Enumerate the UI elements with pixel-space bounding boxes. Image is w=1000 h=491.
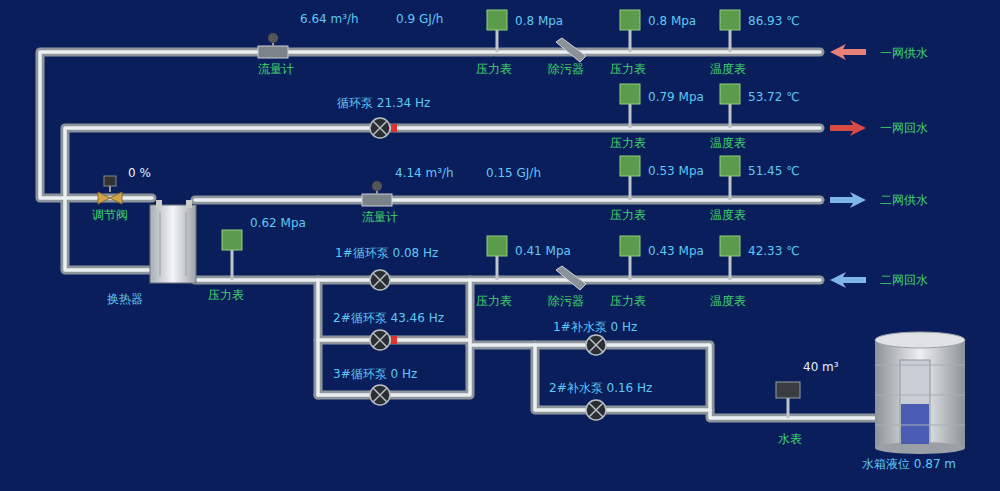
label-text: 循环泵 21.34 Hz [337, 96, 430, 110]
label-text: 2#循环泵 43.46 Hz [333, 311, 444, 325]
label-text: 4.14 m³/h [395, 166, 454, 180]
label-text: 压力表 [610, 208, 646, 222]
label-text: 42.33 ℃ [748, 244, 800, 258]
label-text: 一网回水 [880, 121, 928, 135]
label-text: 除污器 [548, 62, 584, 76]
label-text: 流量计 [362, 210, 398, 224]
label-text: 压力表 [476, 62, 512, 76]
label-text: 温度表 [710, 294, 746, 308]
label-text: 压力表 [610, 294, 646, 308]
label-text: 51.45 ℃ [748, 164, 800, 178]
label-text: 0.8 Mpa [648, 14, 696, 28]
label-text: 二网回水 [880, 273, 928, 287]
label-text: 压力表 [610, 62, 646, 76]
label-text: 1#循环泵 0.08 Hz [335, 246, 438, 260]
label-text: 6.64 m³/h [300, 12, 359, 26]
label-text: 0.62 Mpa [250, 216, 306, 230]
label-text: 3#循环泵 0 Hz [333, 367, 417, 381]
label-text: 二网供水 [880, 193, 928, 207]
heat-exchanger [150, 200, 196, 283]
label-text: 水表 [778, 432, 802, 446]
label-text: 0.53 Mpa [648, 164, 704, 178]
label-text: 换热器 [107, 292, 143, 306]
label-text: 流量计 [258, 62, 294, 76]
label-text: 一网供水 [880, 46, 928, 60]
label-text: 温度表 [710, 136, 746, 150]
label-text: 2#补水泵 0.16 Hz [549, 381, 652, 395]
label-text: 86.93 ℃ [748, 14, 800, 28]
label-text: 温度表 [710, 208, 746, 222]
control-valve [98, 176, 122, 204]
label-text: 0.79 Mpa [648, 90, 704, 104]
label-text: 0.41 Mpa [515, 244, 571, 258]
label-text: 0.15 GJ/h [486, 166, 541, 180]
flow-meters [258, 33, 392, 206]
label-text: 53.72 ℃ [748, 90, 800, 104]
water-meter [776, 382, 800, 418]
water-tank [875, 332, 965, 454]
flow-arrows [830, 44, 866, 288]
label-text: 除污器 [548, 294, 584, 308]
label-text: 1#补水泵 0 Hz [553, 320, 637, 334]
label-text: 压力表 [208, 288, 244, 302]
label-text: 水箱液位 0.87 m [862, 457, 956, 471]
label-text: 0.43 Mpa [648, 244, 704, 258]
label-text: 温度表 [710, 62, 746, 76]
label-text: 0.9 GJ/h [396, 12, 443, 26]
label-text: 0.8 Mpa [515, 14, 563, 28]
label-text: 压力表 [476, 294, 512, 308]
label-text: 调节阀 [92, 208, 128, 222]
sensors [232, 30, 730, 280]
label-text: 压力表 [610, 136, 646, 150]
label-text: 0 % [128, 166, 151, 180]
pipes [40, 52, 880, 418]
label-text: 40 m³ [803, 360, 839, 374]
